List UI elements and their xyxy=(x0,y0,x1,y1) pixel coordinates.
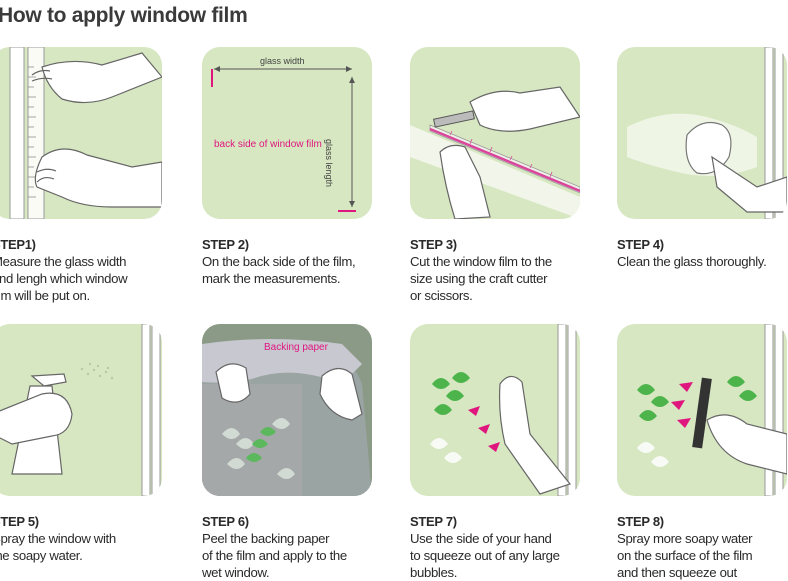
backing-paper-label: Backing paper xyxy=(264,342,328,353)
film-measurement-icon xyxy=(211,66,356,212)
step-7-illustration xyxy=(410,324,580,496)
step-8-illustration xyxy=(617,324,787,496)
step-3-illustration xyxy=(410,47,580,219)
step-1-text: Measure the glass width and lengh which … xyxy=(0,254,128,303)
step-7-text: Use the side of your hand to squeeze out… xyxy=(410,531,560,580)
step-8-caption: STEP 8) Spray more soapy water on the su… xyxy=(617,513,788,581)
step-2-caption: STEP 2) On the back side of the film, ma… xyxy=(202,236,384,287)
step-8-text: Spray more soapy water on the surface of… xyxy=(617,531,753,580)
spray-bottle-icon xyxy=(0,324,161,496)
step-6-label: STEP 6) xyxy=(202,514,249,529)
hand-squeeze-icon xyxy=(430,324,577,496)
step-7-label: STEP 7) xyxy=(410,514,457,529)
cleaning-cloth-icon xyxy=(627,47,787,219)
squeegee-icon xyxy=(637,324,787,496)
back-side-label: back side of window film xyxy=(214,139,322,150)
step-6-illustration: Backing paper xyxy=(202,324,372,496)
step-4-caption: STEP 4) Clean the glass thoroughly. xyxy=(617,236,788,270)
step-5-illustration xyxy=(0,324,162,496)
step-7-caption: STEP 7) Use the side of your hand to squ… xyxy=(410,513,592,581)
step-5-text: Spray the window with the soapy water. xyxy=(0,531,116,563)
step-2-illustration: glass width glass length back side of wi… xyxy=(202,47,372,219)
cutter-ruler-icon xyxy=(410,86,580,219)
step-4-text: Clean the glass thoroughly. xyxy=(617,254,767,269)
step-1-label: STEP1) xyxy=(0,237,36,252)
step-2-label: STEP 2) xyxy=(202,237,249,252)
step-4-illustration xyxy=(617,47,787,219)
step-6-text: Peel the backing paper of the film and a… xyxy=(202,531,347,580)
step-2-text: On the back side of the film, mark the m… xyxy=(202,254,356,286)
step-1-illustration xyxy=(0,47,162,219)
step-3-label: STEP 3) xyxy=(410,237,457,252)
peel-backing-icon xyxy=(202,324,372,496)
step-3-caption: STEP 3) Cut the window film to the size … xyxy=(410,236,592,304)
step-8-label: STEP 8) xyxy=(617,514,664,529)
step-5-label: STEP 5) xyxy=(0,514,39,529)
page-title: How to apply window film xyxy=(0,4,248,27)
step-5-caption: STEP 5) Spray the window with the soapy … xyxy=(0,513,174,564)
step-1-caption: STEP1) Measure the glass width and lengh… xyxy=(0,236,174,304)
glass-length-label: glass length xyxy=(324,139,334,188)
step-6-caption: STEP 6) Peel the backing paper of the fi… xyxy=(202,513,384,581)
step-4-label: STEP 4) xyxy=(617,237,664,252)
step-3-text: Cut the window film to the size using th… xyxy=(410,254,552,303)
glass-width-label: glass width xyxy=(258,56,307,66)
measuring-hands-icon xyxy=(9,47,162,219)
